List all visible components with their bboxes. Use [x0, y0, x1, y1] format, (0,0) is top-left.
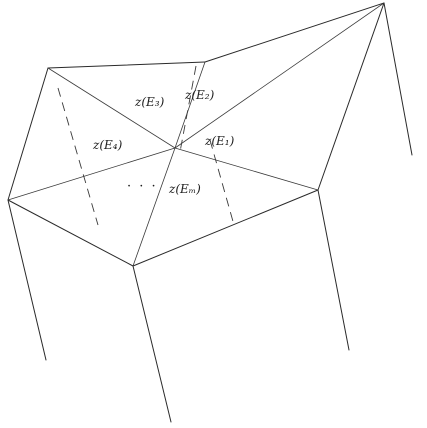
label-z-e1: z(E₁)	[204, 134, 235, 148]
support-left	[7, 199, 47, 361]
label-z-em: z(Eₘ)	[168, 182, 201, 196]
spoke-top-left	[47, 67, 176, 149]
dash-left	[57, 87, 99, 226]
edge-left-top	[7, 67, 49, 201]
label-z-e2: z(E₂)	[184, 88, 215, 102]
dash-right	[209, 139, 235, 226]
label-z-e4: z(E₄)	[92, 138, 123, 152]
support-right	[317, 189, 350, 351]
spoke-top-right	[174, 2, 385, 149]
ellipsis-dots: · · ·	[127, 179, 158, 194]
fan-edges	[7, 2, 385, 267]
edge-top	[47, 61, 206, 69]
dashed-projections	[57, 65, 235, 226]
vertical-supports	[7, 2, 413, 423]
spoke-right	[174, 147, 319, 191]
support-center	[132, 265, 172, 423]
spoke-top	[174, 61, 206, 149]
edge-bottom-right	[132, 189, 319, 267]
edge-right	[317, 2, 385, 191]
region-labels: z(E₃) z(E₂) z(E₄) z(E₁) · · · z(Eₘ)	[92, 88, 235, 196]
edge-top-right	[204, 2, 385, 63]
support-far-right	[383, 2, 413, 156]
label-z-e3: z(E₃)	[134, 95, 165, 109]
edge-bottom-left	[7, 199, 134, 267]
spoke-bottom	[132, 147, 176, 267]
outer-boundary	[7, 2, 385, 267]
spoke-left	[7, 147, 176, 201]
